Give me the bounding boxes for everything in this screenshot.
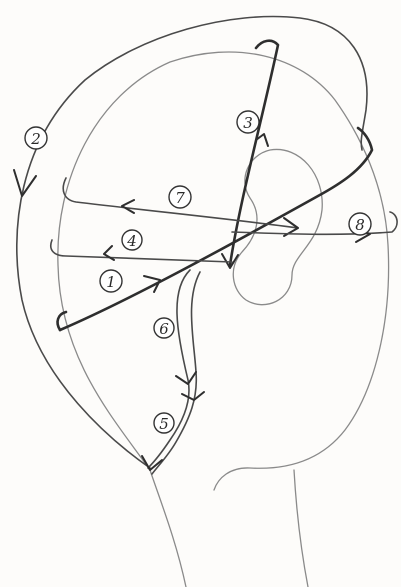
step-label-1: 1 xyxy=(100,270,122,292)
step-label-5: 5 xyxy=(154,413,174,433)
step-number-3: 3 xyxy=(243,114,253,132)
step-number-4: 4 xyxy=(126,232,137,250)
step-label-6: 6 xyxy=(154,318,174,338)
step-label-3: 3 xyxy=(237,111,259,133)
step-label-7: 7 xyxy=(169,186,191,208)
step-label-4: 4 xyxy=(122,230,142,250)
step-label-2: 2 xyxy=(25,127,47,149)
step-number-7: 7 xyxy=(175,189,185,207)
step-number-6: 6 xyxy=(159,320,169,338)
step-number-8: 8 xyxy=(355,216,365,234)
step-number-2: 2 xyxy=(30,130,41,148)
step-label-8: 8 xyxy=(349,213,371,235)
step-number-1: 1 xyxy=(106,273,116,291)
step-number-5: 5 xyxy=(159,415,169,433)
